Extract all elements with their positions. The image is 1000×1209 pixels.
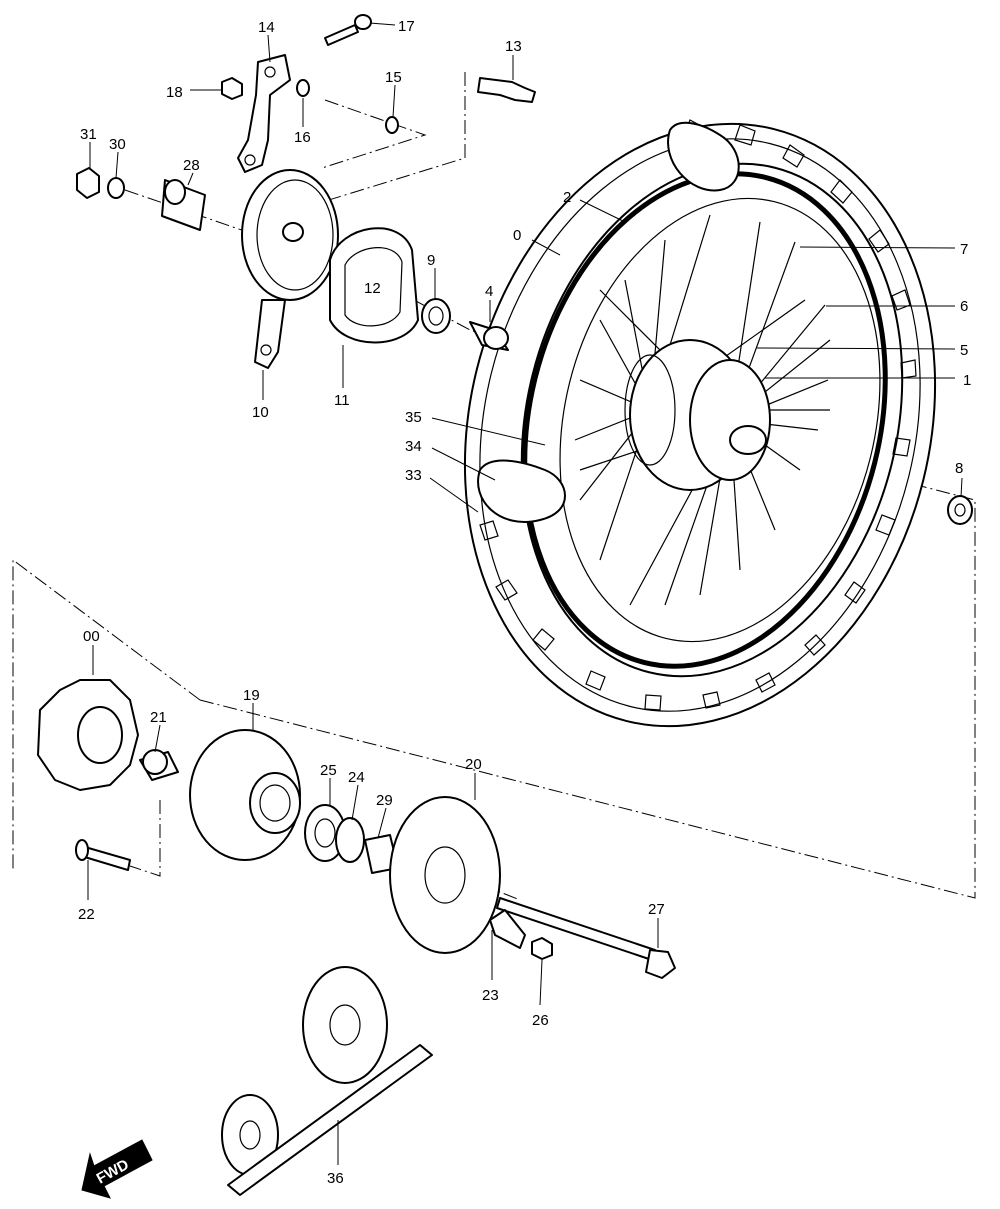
brake-panel-ring (256, 179, 334, 291)
label-21: 21 (150, 709, 167, 726)
label-28: 28 (183, 157, 200, 174)
brake-arm-hole-lower (244, 154, 256, 166)
tire-section-lower (477, 459, 566, 523)
label-26: 26 (532, 1012, 549, 1029)
label-31: 31 (80, 126, 97, 143)
axle-head (645, 949, 676, 979)
label-6: 6 (960, 298, 968, 315)
chain-kit-sprocket (302, 966, 388, 1084)
arm-nut (221, 77, 243, 100)
nut-31 (76, 167, 100, 199)
rear-sprocket (389, 796, 501, 954)
bearing-8 (947, 495, 973, 525)
label-20: 20 (465, 756, 482, 773)
label-10: 10 (252, 404, 269, 421)
leader-lines (87, 22, 963, 1165)
label-24: 24 (348, 769, 365, 786)
brake-arm-hole (264, 66, 276, 78)
label-7: 7 (960, 241, 968, 258)
label-17: 17 (398, 18, 415, 35)
label-23: 23 (482, 987, 499, 1004)
part-labels: 17 14 13 15 18 16 31 30 28 2 0 7 9 12 4 … (78, 18, 971, 1187)
label-15: 15 (385, 69, 402, 86)
label-4: 4 (485, 283, 493, 300)
hub-damper-bore (77, 706, 123, 764)
label-5: 5 (960, 342, 968, 359)
brake-panel-lug (254, 299, 286, 369)
label-9: 9 (427, 252, 435, 269)
label-13: 13 (505, 38, 522, 55)
label-11: 11 (334, 392, 350, 409)
hub-flange (689, 359, 771, 481)
axle-nut (531, 937, 553, 960)
label-2: 2 (563, 189, 571, 206)
brake-arm (237, 54, 291, 173)
brake-group (76, 14, 536, 369)
washer-30 (107, 177, 125, 199)
label-0: 0 (513, 227, 521, 244)
label-35: 35 (405, 409, 422, 426)
forward-arrow-icon: FWD (81, 1139, 153, 1199)
label-16: 16 (294, 129, 311, 146)
hub-axle-boss (729, 425, 767, 455)
label-30: 30 (109, 136, 126, 153)
drive-group (37, 679, 676, 1196)
chain-adjuster (489, 909, 526, 949)
tire-tread-line (479, 138, 921, 712)
tire-valve (477, 77, 536, 103)
label-33: 33 (405, 467, 422, 484)
label-8: 8 (955, 460, 963, 477)
washer-16 (296, 79, 310, 97)
drive-chain (227, 1044, 433, 1196)
o-ring-15 (385, 116, 399, 134)
arm-bolt (324, 24, 359, 46)
label-1: 1 (963, 372, 971, 389)
brake-panel-boss (282, 222, 304, 242)
label-27: 27 (648, 901, 665, 918)
label-34: 34 (405, 438, 422, 455)
rim-inner (559, 197, 881, 643)
label-22: 22 (78, 906, 95, 923)
label-00: 00 (83, 628, 100, 645)
oil-seal-24 (335, 817, 365, 863)
label-25: 25 (320, 762, 337, 779)
label-36: 36 (327, 1170, 344, 1187)
label-18: 18 (166, 84, 183, 101)
label-19: 19 (243, 687, 260, 704)
tire-section-upper (667, 121, 740, 192)
wheel-assembly (463, 119, 937, 728)
bearing-9 (421, 298, 451, 334)
label-14: 14 (258, 19, 275, 36)
label-12: 12 (364, 280, 381, 297)
hub-inner (624, 354, 676, 466)
arm-bolt-head (354, 14, 372, 30)
rim-band (522, 171, 888, 669)
label-29: 29 (376, 792, 393, 809)
carrier-boss (249, 772, 301, 834)
